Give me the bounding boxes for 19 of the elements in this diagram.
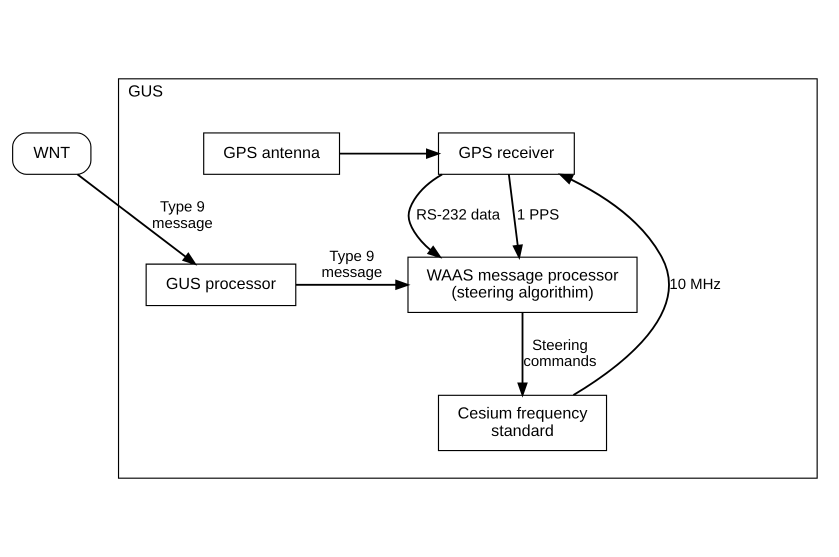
arrow xyxy=(508,174,523,260)
arrow xyxy=(517,312,528,398)
arrow xyxy=(76,174,198,266)
edge-label: Steering commands xyxy=(523,336,596,370)
edge-label: Type 9 message xyxy=(152,198,213,232)
edge-label: Type 9 message xyxy=(322,248,382,282)
arrow xyxy=(408,174,443,259)
arrow xyxy=(558,173,670,396)
edge-label: RS-232 data xyxy=(416,206,500,224)
node-box: GPS antenna xyxy=(203,132,340,175)
arrow xyxy=(340,148,442,159)
arrow xyxy=(296,280,410,290)
node-box: WAAS message processor (steering algorithim) xyxy=(407,256,638,314)
edge-label: 1 PPS xyxy=(516,206,560,224)
node-box: WNT xyxy=(12,132,92,175)
node-box: GPS receiver xyxy=(438,132,575,175)
node-box: GUS processor xyxy=(146,264,296,306)
edge-label: 10 MHz xyxy=(669,276,721,293)
node-box: Cesium frequency standard xyxy=(438,394,608,452)
